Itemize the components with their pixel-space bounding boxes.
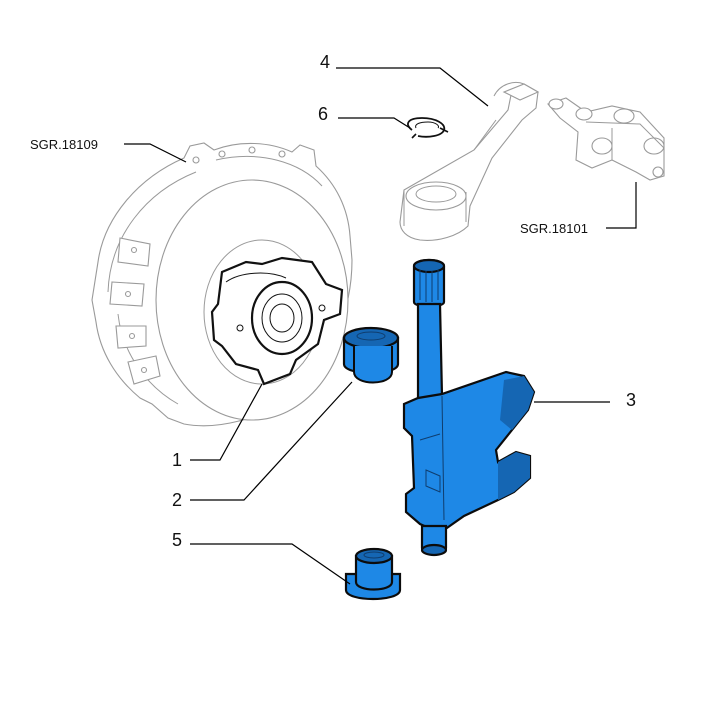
leader-4 (336, 67, 489, 107)
clutch-lever (399, 82, 540, 241)
lower-bushing (344, 547, 402, 600)
callout-5: 5 (172, 530, 182, 550)
upper-bushing (342, 326, 400, 384)
release-bearing (210, 256, 344, 386)
reference-sgr-18109: SGR.18109 (30, 137, 98, 152)
leader-1 (190, 383, 263, 461)
slave-cylinder-linkage (547, 97, 665, 181)
callout-4: 4 (320, 52, 330, 72)
callout-3: 3 (626, 390, 636, 410)
callout-1: 1 (172, 450, 182, 470)
leader-ref-18109 (124, 143, 187, 163)
release-fork-shaft (402, 258, 536, 557)
reference-sgr-18101: SGR.18101 (520, 221, 588, 236)
leader-5 (190, 543, 351, 585)
callout-2: 2 (172, 490, 182, 510)
leader-ref-18101 (606, 182, 637, 229)
circlip (407, 117, 449, 139)
callout-6: 6 (318, 104, 328, 124)
callout-labels: 4 6 3 1 2 5 SGR.18109 SGR.18101 (30, 52, 636, 550)
leader-2 (190, 381, 353, 501)
leader-lines (124, 67, 637, 585)
leader-6 (338, 117, 411, 129)
